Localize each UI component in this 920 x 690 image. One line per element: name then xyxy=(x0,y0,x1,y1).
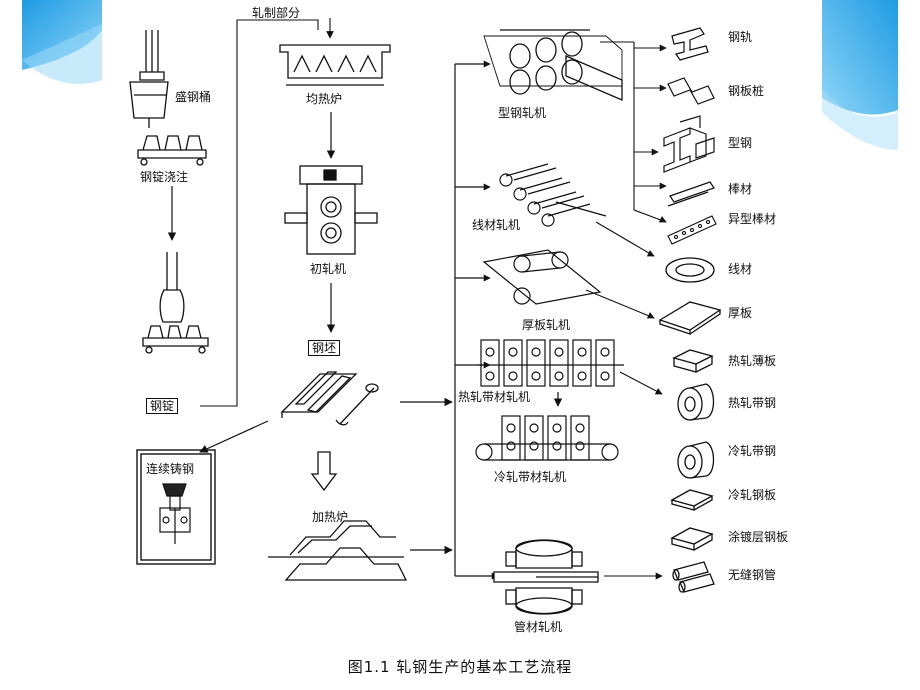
tube-mill-icon xyxy=(493,539,599,615)
bar-icon xyxy=(667,181,715,207)
rail-icon xyxy=(671,27,709,61)
rolling-part-line xyxy=(200,19,319,407)
hot-strip-coil-icon xyxy=(677,383,715,421)
ingot-label: 钢锭 xyxy=(146,398,179,414)
figure-caption: 图1.1 轧钢生产的基本工艺流程 xyxy=(347,658,573,676)
blooming-mill-label: 初轧机 xyxy=(310,262,347,276)
section-steel-icon xyxy=(663,115,715,173)
plate-label: 厚板 xyxy=(728,306,753,320)
hollow-down-arrow xyxy=(310,451,338,492)
seamless-tube-icon xyxy=(672,561,715,593)
section-mill-icon xyxy=(483,29,623,101)
coated-sheet-label: 涂镀层钢板 xyxy=(728,530,789,544)
ladle-label: 盛钢桶 xyxy=(175,90,212,104)
cold-strip-coil-icon xyxy=(677,441,715,479)
product-branch-arrowheads xyxy=(646,44,667,580)
continuous-casting-label: 连续铸钢 xyxy=(146,462,195,476)
decor-wave-left-lower xyxy=(22,24,102,84)
hot-strip-mill-icon xyxy=(478,339,624,387)
tube-mill-label: 管材轧机 xyxy=(514,620,563,634)
hot-sheet-icon xyxy=(672,349,714,373)
cold-strip-mill-label: 冷轧带材轧机 xyxy=(494,470,567,484)
cold-sheet-label: 冷轧钢板 xyxy=(728,488,777,502)
soaking-pit-icon xyxy=(279,44,391,86)
continuous-casting-box xyxy=(136,449,216,565)
wire-mill-icon xyxy=(499,163,607,227)
plate-mill-label: 厚板轧机 xyxy=(522,318,571,332)
decor-wave-right xyxy=(822,0,898,115)
ingot-casting-label: 钢锭浇注 xyxy=(140,170,189,184)
hot-strip-label: 热轧带钢 xyxy=(728,396,777,410)
heating-furnace-icon xyxy=(268,520,408,581)
seamless-tube-label: 无缝钢管 xyxy=(728,568,777,582)
arrow-to-continuous xyxy=(199,420,269,453)
caster-icon xyxy=(159,483,191,544)
plate-icon xyxy=(658,301,722,335)
shaped-bar-label: 异型棒材 xyxy=(728,212,777,226)
stripper-icon xyxy=(142,252,209,354)
plate-mill-icon xyxy=(482,249,602,305)
hot-sheet-label: 热轧薄板 xyxy=(728,354,777,368)
heating-furnace-label: 加热炉 xyxy=(312,510,349,524)
decor-wave-right-lower xyxy=(822,88,898,150)
hot-strip-mill-label: 热轧带材轧机 xyxy=(458,390,531,404)
sheet-pile-icon xyxy=(667,77,715,105)
wire-mill-label: 线材轧机 xyxy=(472,218,521,232)
ingot-mold-icon xyxy=(137,135,207,166)
wire-rod-coil-icon xyxy=(665,257,715,283)
section-mill-label: 型钢轧机 xyxy=(498,106,547,120)
ladle-icon xyxy=(129,30,169,128)
rail-label: 钢轨 xyxy=(728,30,753,44)
soaking-pit-label: 均热炉 xyxy=(306,92,343,106)
cold-strip-mill-icon xyxy=(475,415,619,461)
bar-label: 棒材 xyxy=(728,182,753,196)
sheet-pile-label: 钢板桩 xyxy=(728,84,765,98)
wire-rod-label: 线材 xyxy=(728,262,753,276)
shaped-bar-icon xyxy=(667,215,717,245)
section-steel-label: 型钢 xyxy=(728,136,753,150)
product-branch-lines xyxy=(585,41,667,577)
cold-sheet-icon xyxy=(670,489,714,511)
rolling-part-label: 轧制部分 xyxy=(252,6,301,20)
billet-icon xyxy=(280,371,379,426)
cold-strip-label: 冷轧带钢 xyxy=(728,444,777,458)
blooming-mill-icon xyxy=(284,165,378,255)
trunk-lines xyxy=(454,63,494,577)
coated-sheet-icon xyxy=(670,527,714,551)
billet-label: 钢坯 xyxy=(308,340,341,356)
